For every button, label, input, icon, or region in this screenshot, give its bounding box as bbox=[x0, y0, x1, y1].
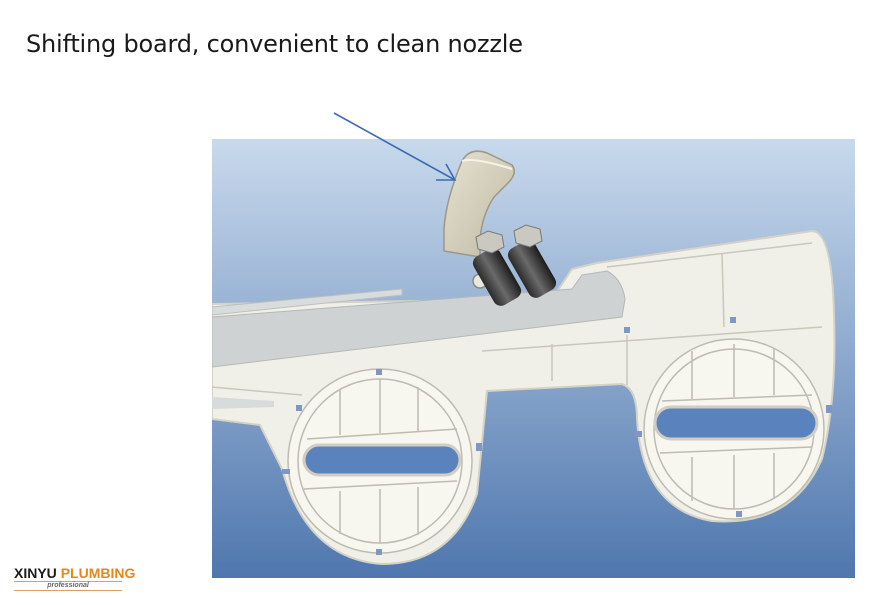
brand-tagline: professional bbox=[14, 581, 122, 591]
brand-name-secondary: PLUMBING bbox=[60, 565, 136, 581]
cad-render-image bbox=[212, 139, 855, 578]
brand-logo: XINYU PLUMBING professional bbox=[14, 566, 135, 591]
slide-title: Shifting board, convenient to clean nozz… bbox=[26, 30, 523, 58]
brand-name-primary: XINYU bbox=[14, 565, 57, 581]
cad-render-shifting-board-icon bbox=[212, 139, 855, 578]
